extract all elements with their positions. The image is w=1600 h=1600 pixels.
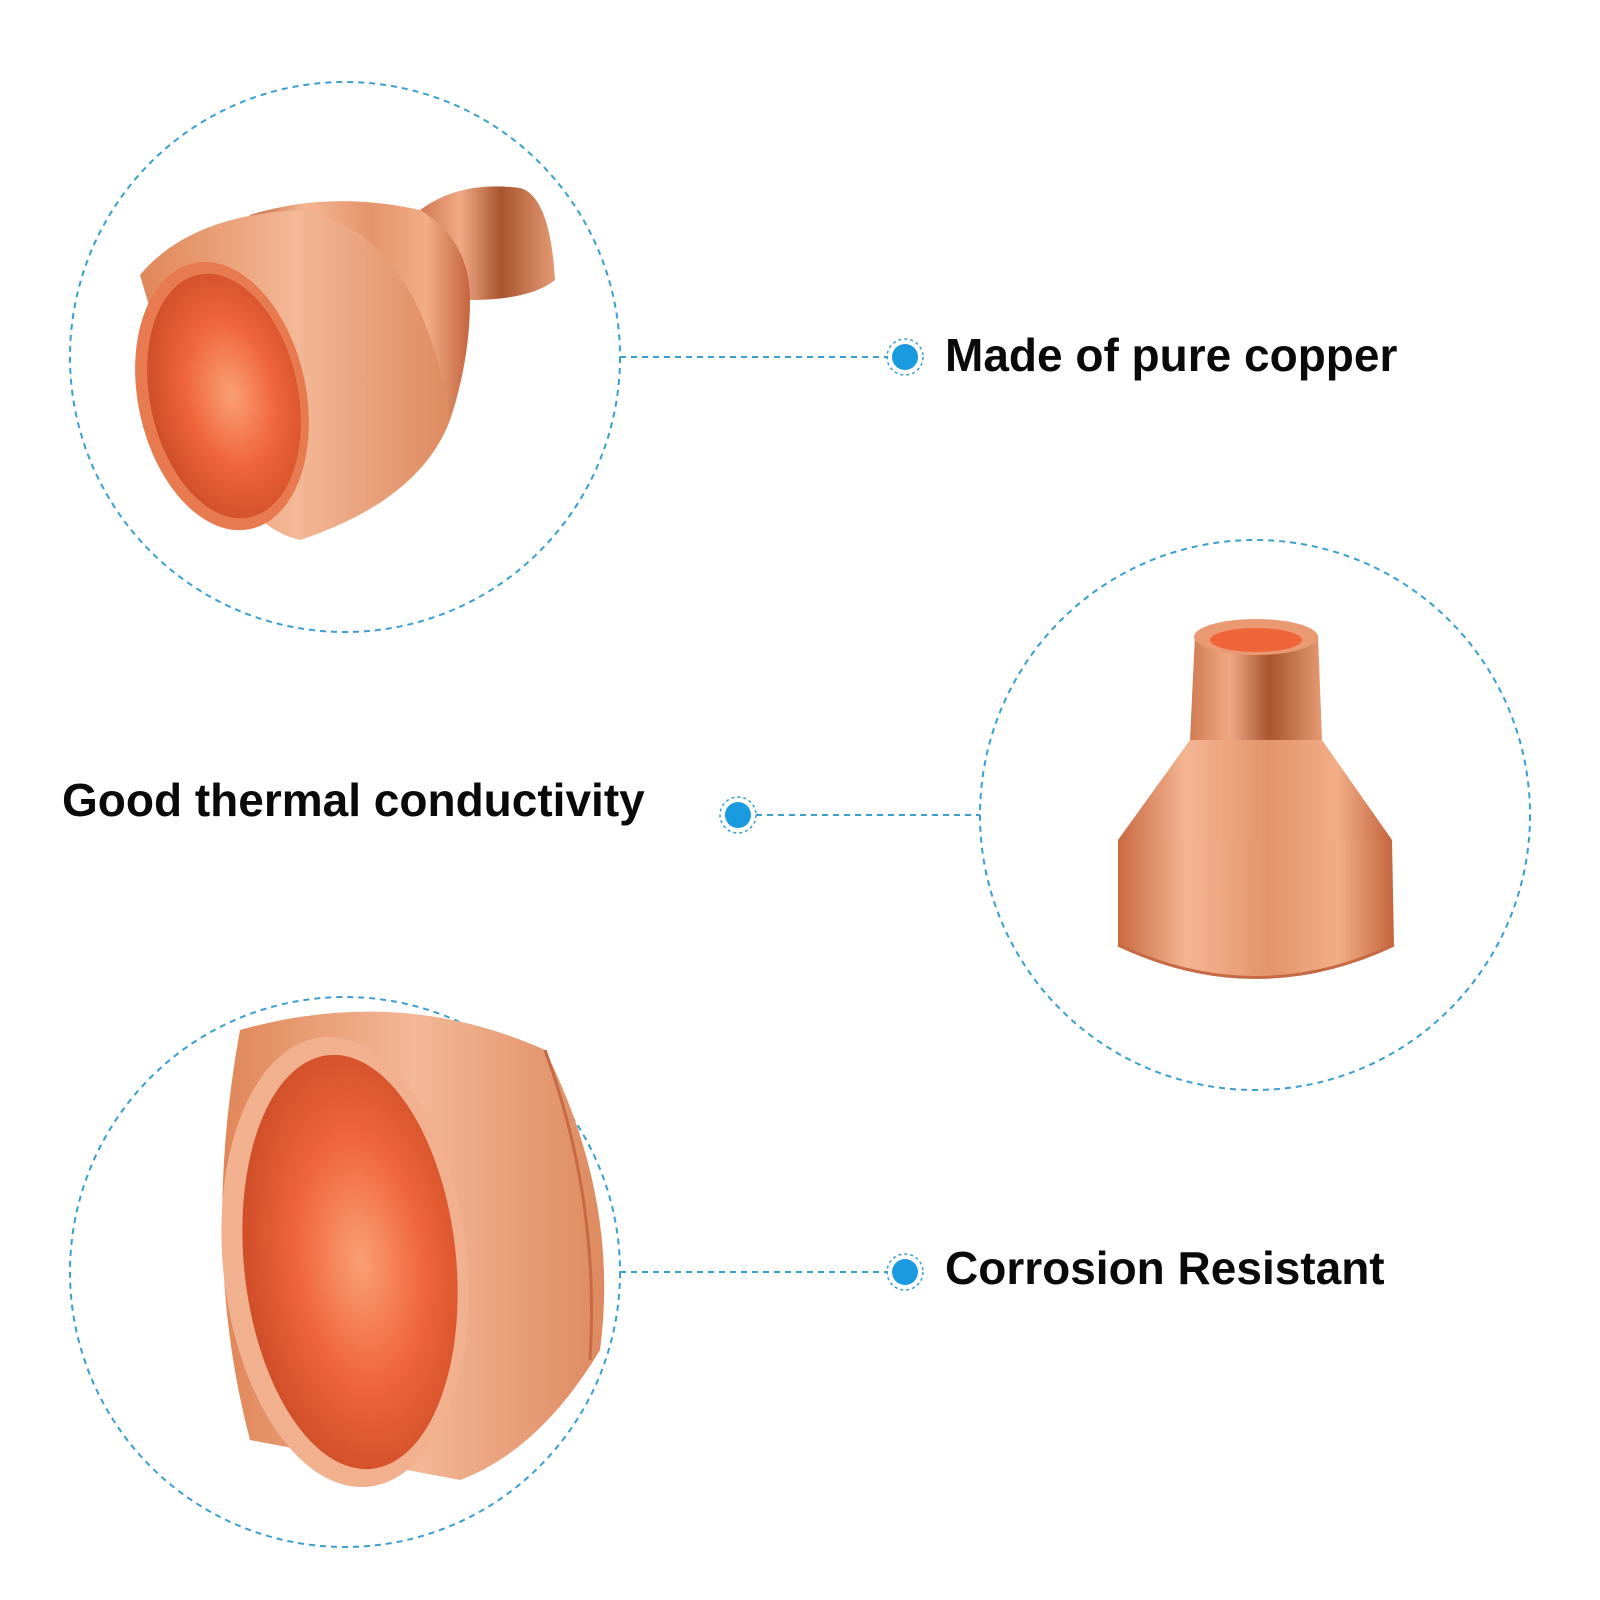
copper-reducer-image <box>135 186 555 540</box>
feature-label-pure-copper: Made of pure copper <box>945 329 1398 381</box>
copper-reducer-image <box>1117 619 1395 979</box>
feature-group-pure-copper <box>69 81 924 633</box>
dot-icon <box>886 338 924 376</box>
dot-icon <box>719 796 757 834</box>
feature-group-corrosion <box>69 996 924 1548</box>
feature-label-corrosion-resistant: Corrosion Resistant <box>945 1242 1385 1294</box>
dot-icon <box>886 1253 924 1291</box>
copper-cup-closeup-image <box>221 1011 605 1488</box>
feature-group-thermal <box>719 539 1531 1091</box>
feature-label-thermal-conductivity: Good thermal conductivity <box>62 774 645 826</box>
